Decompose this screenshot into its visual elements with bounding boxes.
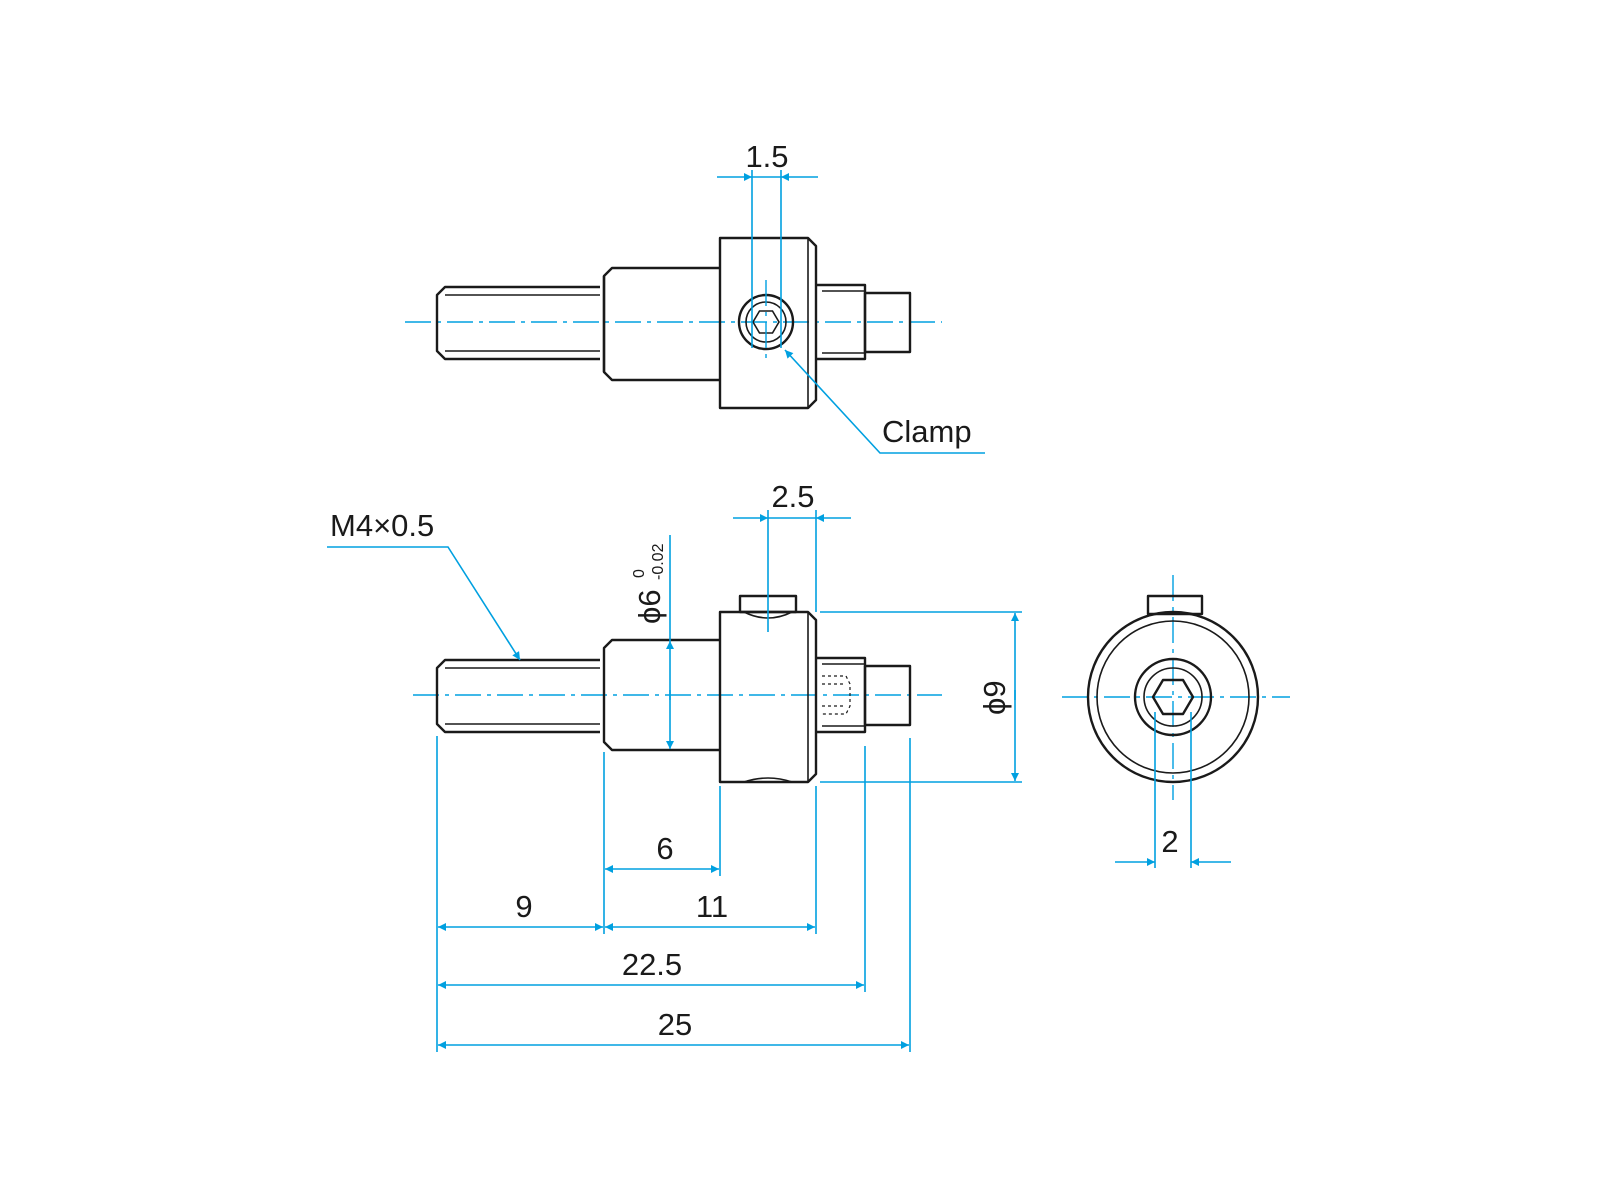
top-end-pin bbox=[863, 291, 912, 354]
dim-22-5-label: 22.5 bbox=[622, 947, 682, 982]
dim-phi9-label: ϕ9 bbox=[977, 680, 1012, 715]
side-view: M4×0.5 ϕ6 0 -0.02 2.5 ϕ9 6 bbox=[327, 479, 1022, 1052]
side-collar bbox=[718, 610, 818, 784]
top-thread-shaft bbox=[435, 285, 600, 361]
clamp-hex-socket-icon bbox=[752, 310, 780, 334]
dim-9-label: 9 bbox=[515, 889, 532, 924]
end-pin-inner bbox=[1143, 667, 1203, 727]
side-end-pin bbox=[863, 664, 912, 727]
dim-2-label: 2 bbox=[1161, 824, 1178, 859]
end-pin-outer bbox=[1133, 657, 1213, 737]
clamp-label: Clamp bbox=[882, 414, 972, 449]
dim-11-label: 11 bbox=[696, 889, 728, 924]
top-shaft bbox=[602, 266, 720, 382]
thread-leader-line bbox=[327, 546, 521, 661]
clamp-leader-line bbox=[784, 349, 985, 454]
dim-phi6-label: ϕ6 bbox=[632, 589, 667, 624]
top-view: 1.5 Clamp bbox=[405, 139, 985, 454]
end-clamp-screw bbox=[1146, 594, 1204, 616]
end-view: 2 bbox=[1062, 575, 1290, 868]
side-hidden-socket bbox=[822, 675, 851, 715]
dim-1-5-label: 1.5 bbox=[745, 139, 788, 174]
dim-25-label: 25 bbox=[658, 1007, 692, 1042]
side-collar-bottom-groove bbox=[743, 777, 793, 783]
dim-2-5-label: 2.5 bbox=[771, 479, 814, 514]
side-thread-shaft bbox=[435, 658, 600, 734]
dim-phi6-tol-lower: -0.02 bbox=[650, 543, 667, 580]
dim-6-label: 6 bbox=[656, 831, 673, 866]
end-collar-chamfer bbox=[1096, 620, 1250, 774]
top-collar bbox=[718, 236, 818, 410]
side-shaft bbox=[602, 638, 720, 752]
dim-phi6-tol-upper: 0 bbox=[631, 569, 648, 578]
end-collar-outer bbox=[1086, 610, 1260, 784]
end-hex-socket-icon bbox=[1151, 678, 1195, 716]
dim-phi6-label-group: ϕ6 0 -0.02 bbox=[631, 543, 667, 624]
thread-label: M4×0.5 bbox=[330, 508, 434, 543]
